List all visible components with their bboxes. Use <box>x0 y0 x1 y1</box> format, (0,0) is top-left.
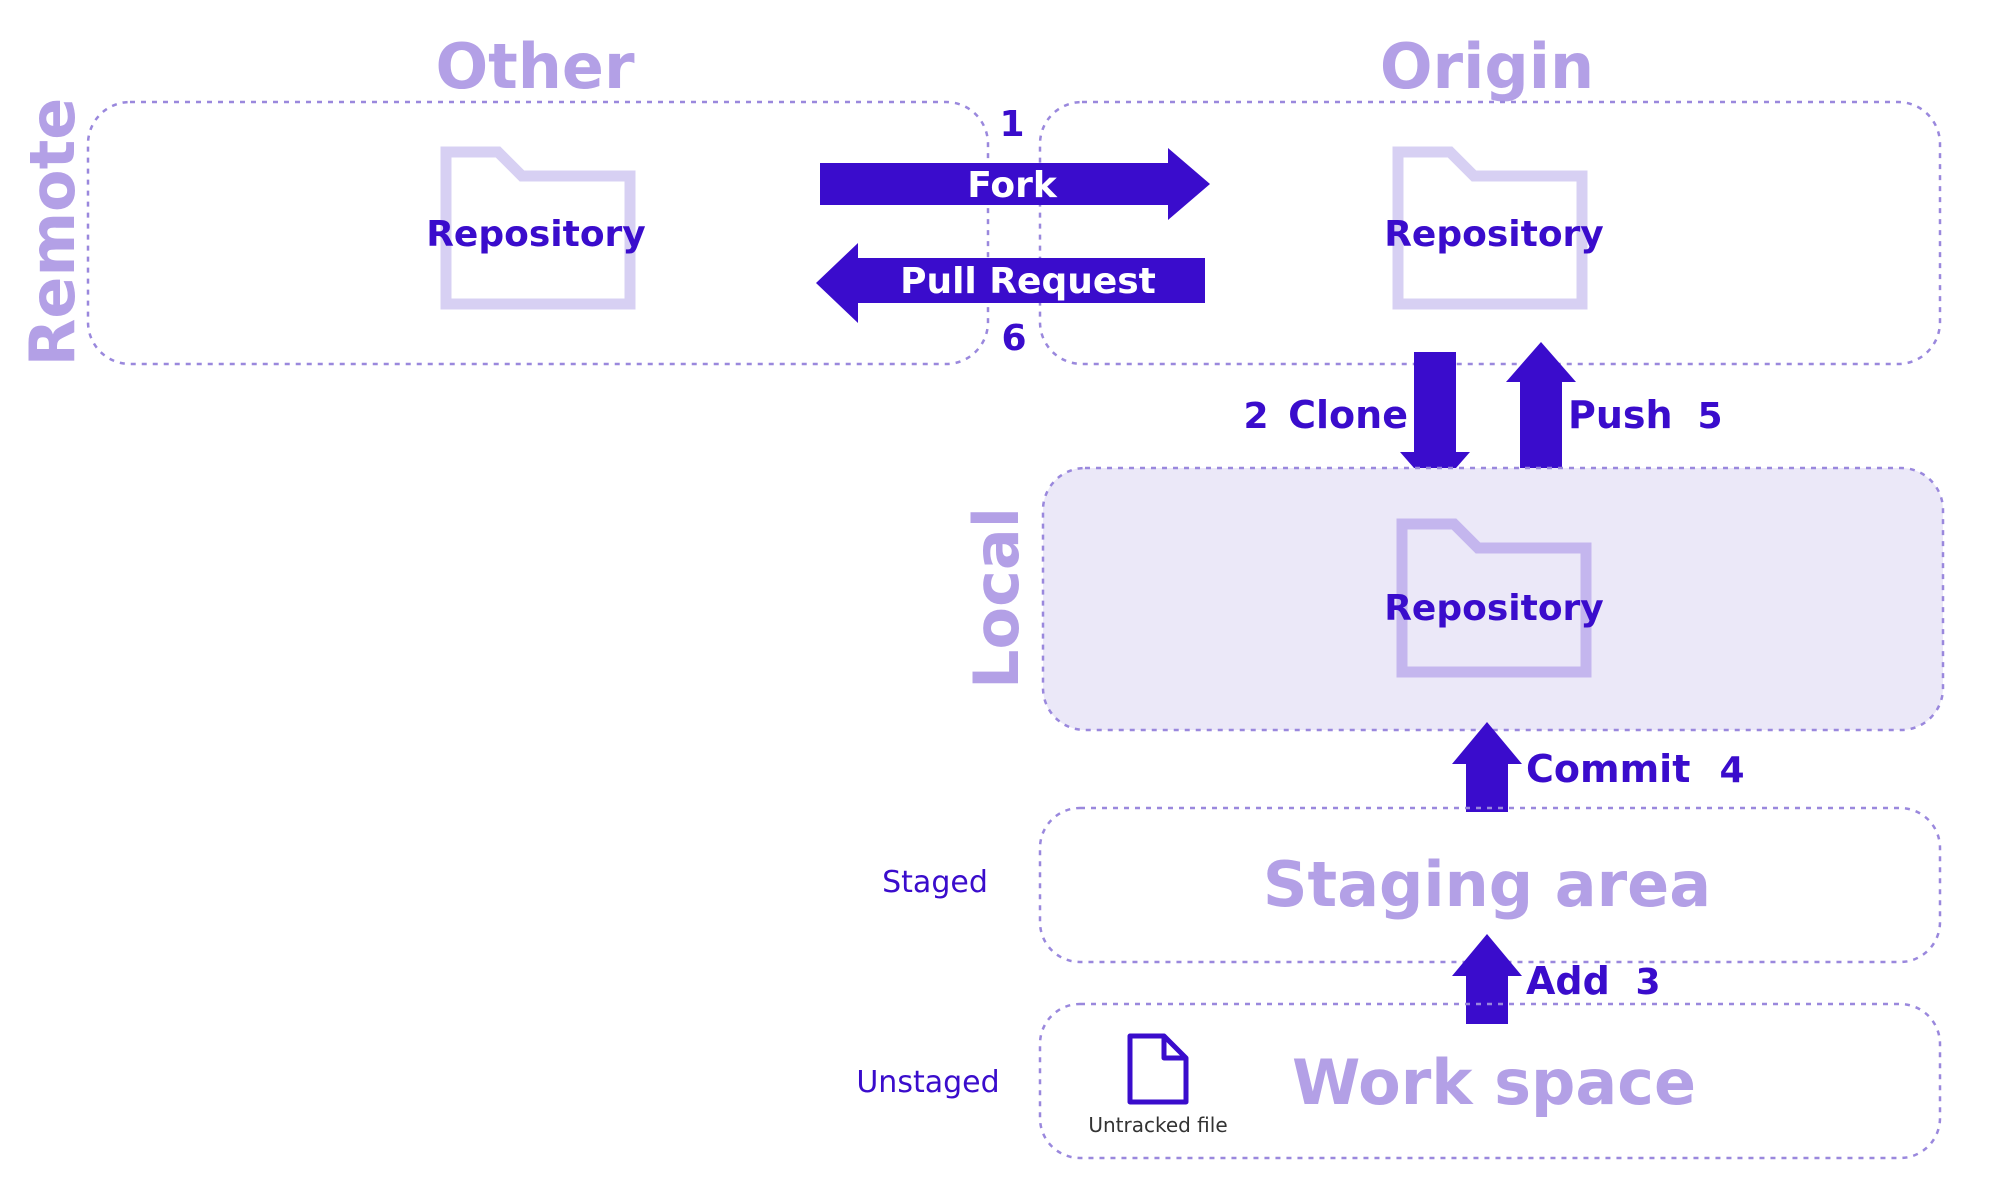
origin-repository-label: Repository <box>1384 214 1604 255</box>
local-folder-icon <box>1396 518 1592 678</box>
local-title: Local <box>960 507 1033 689</box>
origin-title: Origin <box>1380 30 1594 103</box>
origin-panel <box>1038 100 1942 366</box>
staged-label: Staged <box>882 865 988 900</box>
remote-title: Remote <box>16 98 89 367</box>
fork-label: Fork <box>967 165 1058 206</box>
other-title: Other <box>435 30 635 103</box>
add-label: Add <box>1526 959 1610 1003</box>
fork-step-number: 1 <box>999 104 1024 145</box>
pull-request-step-number: 6 <box>1001 318 1026 359</box>
workspace-panel <box>1038 1002 1942 1160</box>
pull-request-label: Pull Request <box>900 261 1156 302</box>
add-arrow <box>1452 934 1522 1024</box>
other-repository-label: Repository <box>426 214 646 255</box>
add-step-number: 3 <box>1635 962 1660 1003</box>
staging-panel <box>1038 806 1942 964</box>
unstaged-label: Unstaged <box>856 1065 999 1100</box>
clone-arrow <box>1400 352 1470 492</box>
other-folder-icon <box>440 146 636 310</box>
workspace-title: Work space <box>1292 1046 1696 1119</box>
origin-folder-icon <box>1392 146 1588 310</box>
staging-title: Staging area <box>1263 848 1711 921</box>
file-icon <box>1127 1033 1189 1105</box>
other-panel <box>86 100 990 366</box>
commit-arrow <box>1452 722 1522 812</box>
push-arrow <box>1506 342 1576 482</box>
fork-arrow <box>820 148 1210 220</box>
commit-step-number: 4 <box>1719 750 1744 791</box>
push-label: Push <box>1568 393 1673 437</box>
untracked-file-label: Untracked file <box>1088 1113 1227 1137</box>
local-repository-label: Repository <box>1384 588 1604 629</box>
clone-label: Clone <box>1288 393 1408 437</box>
pull-request-arrow <box>816 243 1205 323</box>
commit-label: Commit <box>1526 747 1690 791</box>
push-step-number: 5 <box>1697 396 1722 437</box>
clone-step-number: 2 <box>1243 396 1268 437</box>
